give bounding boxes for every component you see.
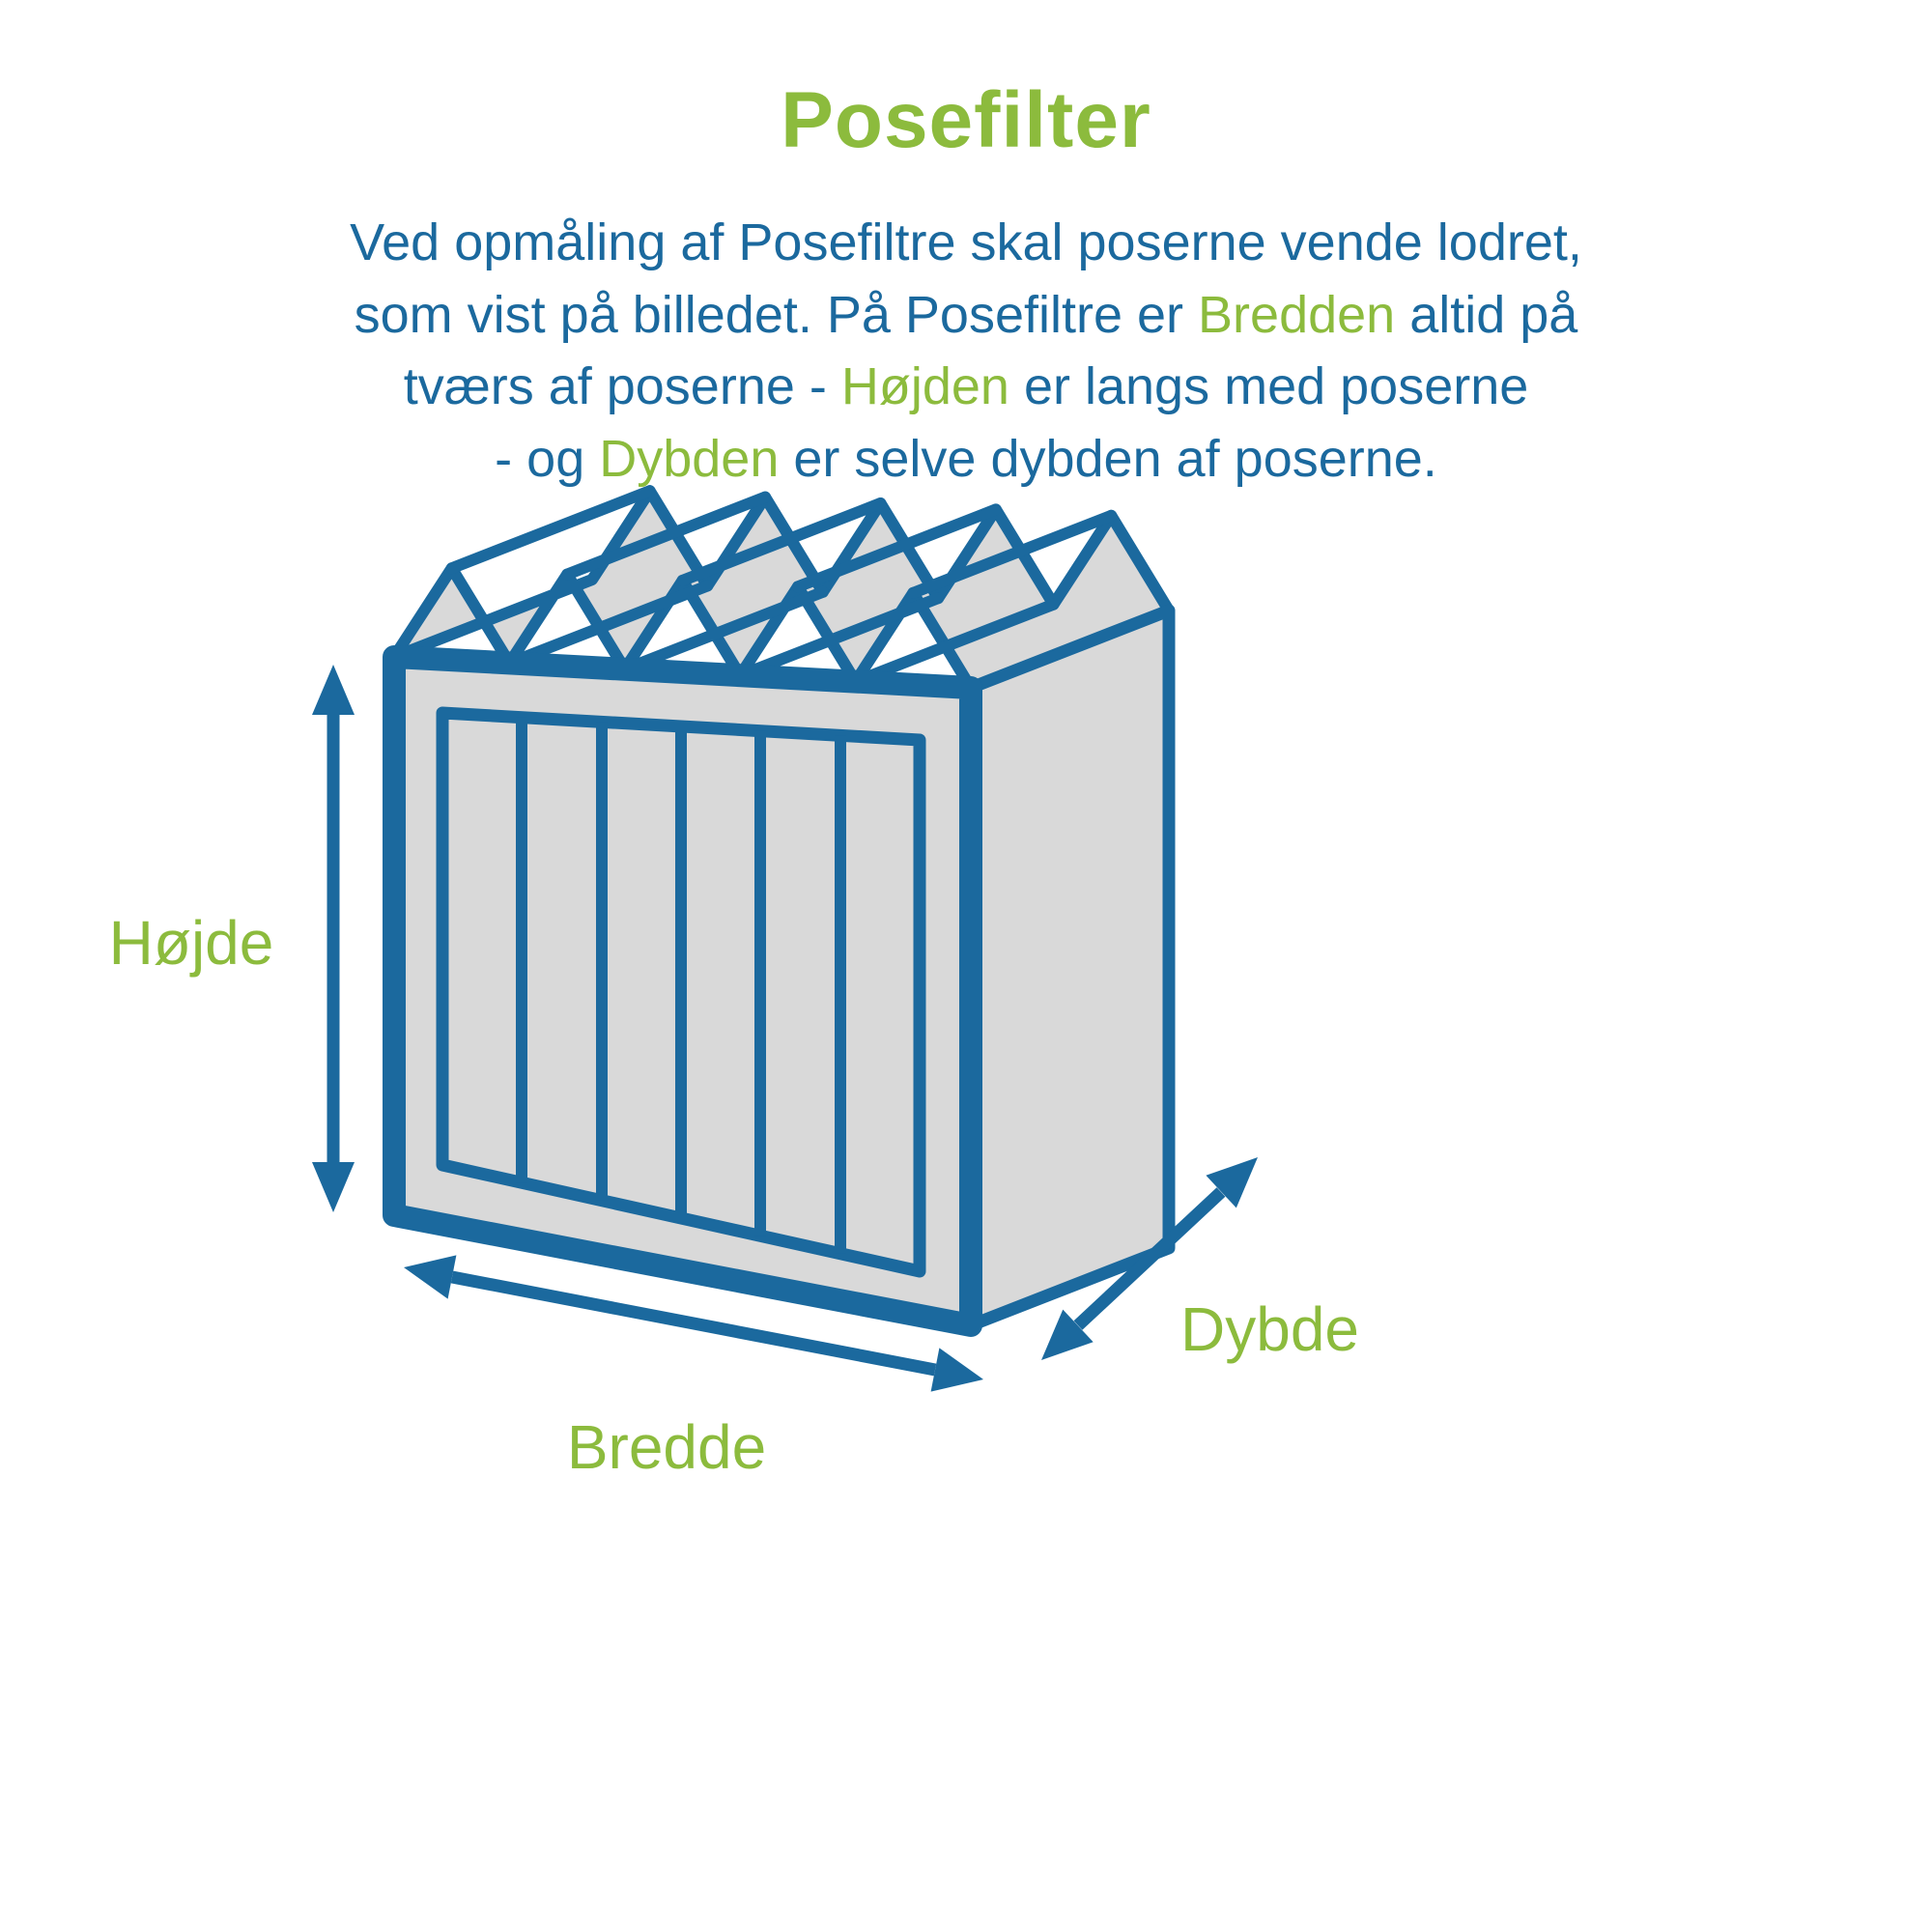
pleat-valley [734, 592, 945, 682]
depth-label: Dybde [1180, 1294, 1359, 1364]
height-arrow [312, 665, 355, 1212]
intro-text: som vist på billedet. På Posefiltre er [354, 285, 1199, 344]
intro-line-1: Ved opmåling af Posefiltre skal poserne … [242, 207, 1690, 279]
height-arrow-head-bottom [312, 1162, 355, 1212]
keyword-dybden: Dybden [599, 429, 780, 488]
intro-line-3: tværs af poserne - Højden er langs med p… [242, 351, 1690, 423]
depth-arrow-shaft [1073, 1187, 1226, 1330]
pleat-ridge [907, 509, 1118, 599]
width-arrow-shaft [450, 1270, 937, 1377]
intro-text: - og [495, 429, 600, 488]
pleat-ridge [791, 503, 1002, 593]
depth-arrow [1041, 1157, 1258, 1360]
intro-line-4: - og Dybden er selve dybden af poserne. [242, 423, 1690, 496]
filter-bag-pleats [388, 485, 1175, 694]
width-arrow-head-right [930, 1348, 983, 1392]
height-arrow-head-top [312, 665, 355, 715]
keyword-hojden: Højden [840, 357, 1009, 416]
pleat-valley [503, 580, 714, 669]
pleat-ridge [445, 485, 656, 575]
height-label: Højde [109, 908, 274, 978]
pleat-ridge [676, 497, 887, 586]
filter-side-panel [964, 604, 1176, 1332]
keyword-bredden: Bredden [1198, 285, 1396, 344]
depth-arrow-head-upper [1206, 1157, 1258, 1208]
pleat-valley [618, 585, 829, 675]
width-label: Bredde [567, 1412, 766, 1482]
pleat-valley [849, 598, 1060, 688]
width-arrow-head-left [404, 1255, 457, 1299]
depth-arrow-head-lower [1041, 1309, 1094, 1360]
width-arrow [404, 1255, 983, 1392]
intro-text: altid på [1395, 285, 1578, 344]
intro-text: er langs med poserne [1009, 357, 1529, 416]
pleat-ridge [561, 491, 772, 581]
intro-text: tværs af poserne - [403, 357, 841, 416]
intro-line-2: som vist på billedet. På Posefiltre er B… [242, 279, 1690, 352]
filter-front-frame [383, 645, 982, 1337]
intro-text: er selve dybden af poserne. [779, 429, 1437, 488]
page-title: Posefilter [781, 76, 1151, 164]
intro-paragraph: Ved opmåling af Posefiltre skal poserne … [242, 207, 1690, 495]
intro-text: Ved opmåling af Posefiltre skal poserne … [350, 213, 1582, 271]
